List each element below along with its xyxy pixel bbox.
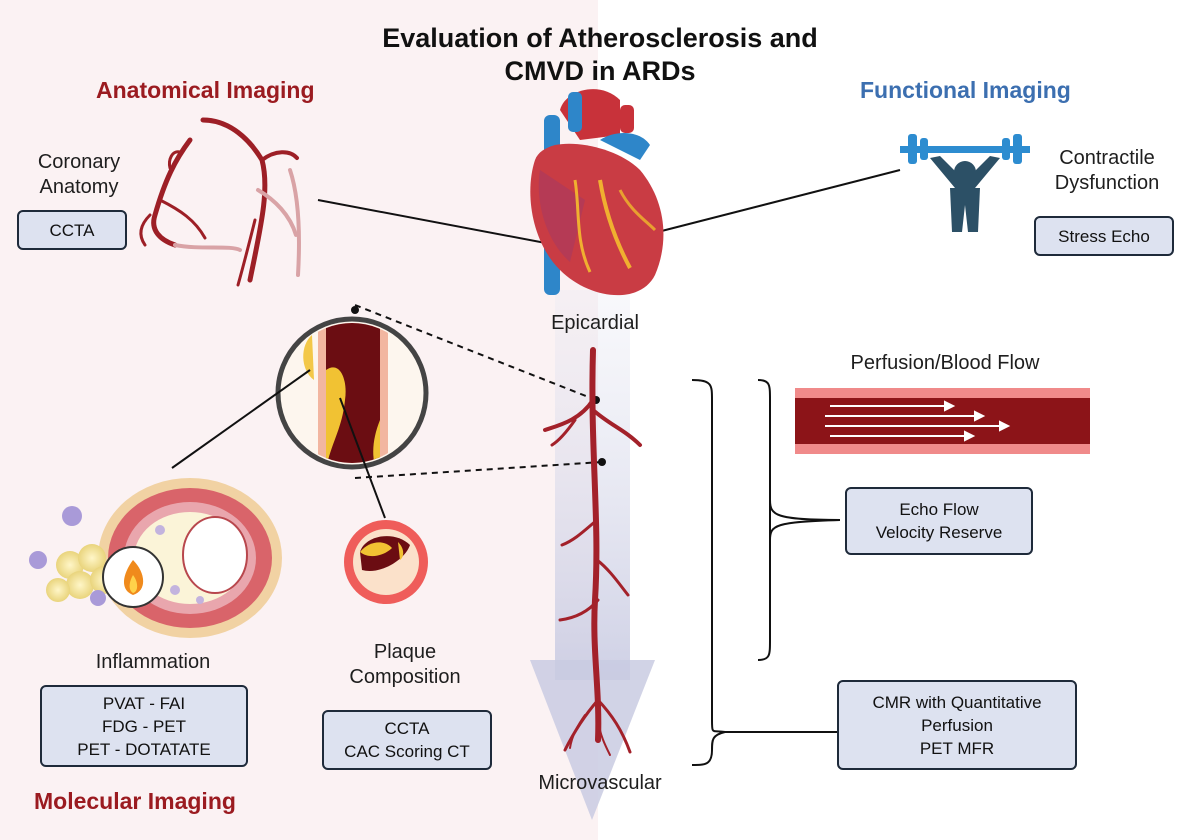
heart-icon xyxy=(530,89,664,296)
box-stress-echo: Stress Echo xyxy=(1034,216,1174,256)
blood-flow-vessel-icon xyxy=(795,388,1090,454)
coronary-tree-icon xyxy=(139,117,302,287)
box-echo-flow-velocity-reserve: Echo Flow Velocity Reserve xyxy=(845,487,1033,555)
adipose-cells-icon xyxy=(29,506,118,606)
box-inflammation-methods: PVAT - FAI FDG - PET PET - DOTATATE xyxy=(40,685,248,767)
label-microvascular: Microvascular xyxy=(538,772,662,794)
weightlifter-icon xyxy=(900,134,1030,232)
label-coronary-anatomy: Coronary Anatomy xyxy=(37,151,121,198)
flame-icon xyxy=(102,546,164,608)
label-inflammation: Inflammation xyxy=(95,651,211,673)
label-contractile-dysfunction: Contractile Dysfunction xyxy=(1054,147,1160,194)
box-cmr-quantitative-perfusion: CMR with Quantitative Perfusion PET MFR xyxy=(837,680,1077,770)
label-plaque-composition: Plaque Composition xyxy=(349,641,461,688)
section-anatomical-imaging: Anatomical Imaging xyxy=(96,77,315,103)
connector-line xyxy=(317,199,573,249)
plaque-zoom-icon xyxy=(275,316,429,470)
microvascular-tree-icon xyxy=(543,347,642,756)
plaque-cross-section-icon xyxy=(344,520,428,604)
label-epicardial: Epicardial xyxy=(551,312,639,334)
section-molecular-imaging: Molecular Imaging xyxy=(34,788,236,814)
label-perfusion-blood-flow: Perfusion/Blood Flow xyxy=(850,352,1040,374)
diagram-title: Evaluation of Atherosclerosis and CMVD i… xyxy=(382,23,818,86)
section-functional-imaging: Functional Imaging xyxy=(860,77,1071,103)
box-plaque-methods: CCTA CAC Scoring CT xyxy=(322,710,492,770)
bracket-lines xyxy=(691,379,841,766)
box-ccta-anatomy: CCTA xyxy=(17,210,127,250)
